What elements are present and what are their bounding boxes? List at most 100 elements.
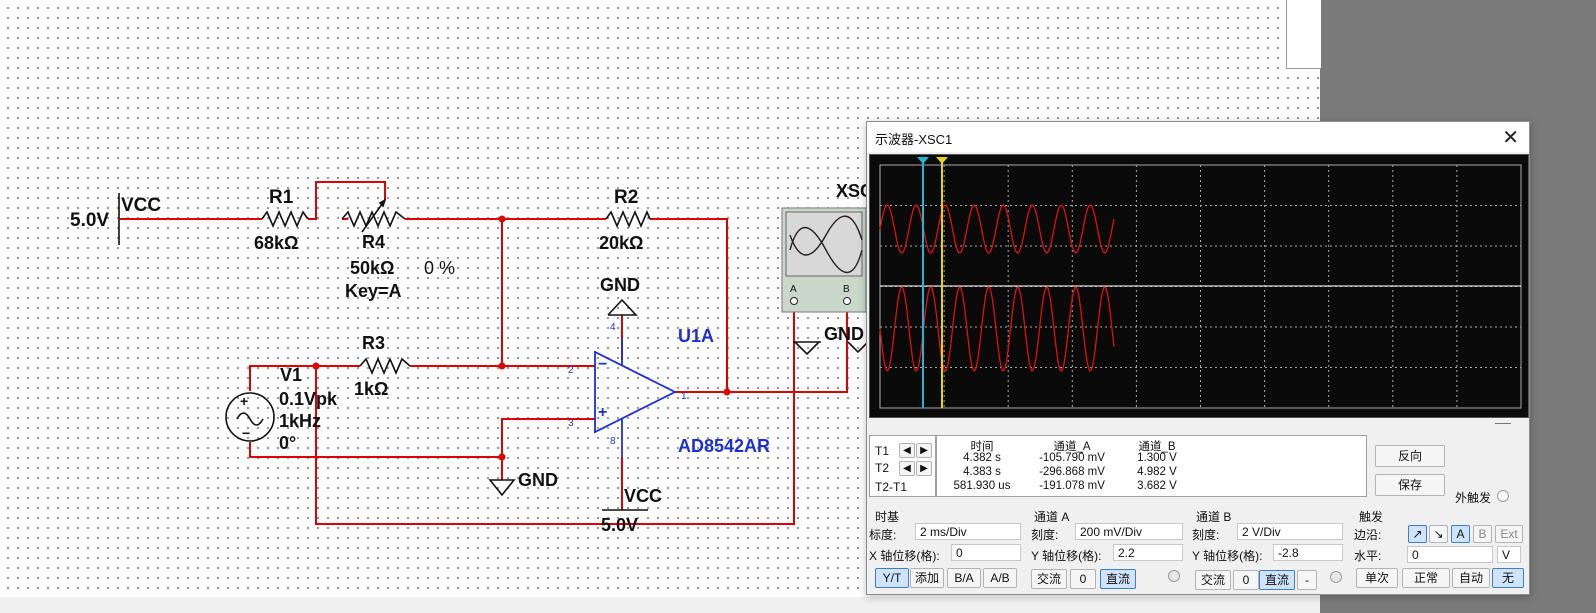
resize-grip[interactable] (1495, 423, 1511, 424)
r3-name[interactable]: R3 (362, 333, 386, 353)
channel-a-title: 通道 A (1034, 510, 1070, 524)
trigger-auto-button[interactable]: 自动 (1452, 568, 1490, 588)
cell: 4.982 V (1137, 466, 1177, 478)
opamp-pin-3: 3 (568, 418, 574, 429)
channel-b-title: 通道 B (1196, 510, 1232, 524)
r4-name[interactable]: R4 (362, 232, 386, 252)
r2-name[interactable]: R2 (614, 187, 639, 208)
vcc-bottom-label: VCC (624, 486, 663, 506)
channel-b-trace (879, 286, 1115, 372)
mode-yt-button[interactable]: Y/T (875, 568, 909, 588)
opamp-part[interactable]: AD8542AR (678, 436, 771, 456)
t1-right-arrow-icon[interactable]: ▶ (916, 443, 932, 458)
channel-b-ypos-label: Y 轴位移(格): (1192, 549, 1263, 563)
timebase-xpos-field[interactable]: 0 (951, 544, 1021, 561)
opamp-minus: − (598, 356, 608, 373)
r1-name[interactable]: R1 (269, 187, 294, 208)
t1-left-arrow-icon[interactable]: ◀ (899, 443, 915, 458)
trigger-source-ext-button[interactable]: Ext (1495, 525, 1523, 543)
cursor-t1-handle[interactable] (917, 157, 929, 164)
falling-edge-icon[interactable]: ↘ (1429, 525, 1448, 543)
r2-value: 20kΩ (599, 233, 644, 253)
scope-symbol-ch-a: A (790, 284, 797, 295)
opamp-ref[interactable]: U1A (678, 326, 715, 346)
v1-plus-sign: + (240, 393, 249, 409)
opamp-plus: + (598, 404, 608, 421)
gnd-label-2: GND (600, 275, 640, 295)
vcc-bottom-voltage: 5.0V (601, 515, 639, 535)
col-time: 时间 (970, 441, 994, 453)
schematic-wiring (118, 181, 869, 525)
r1-value: 68kΩ (254, 233, 299, 253)
opamp-pin-4: 4 (610, 322, 616, 333)
channel-b-terminal[interactable] (1330, 571, 1342, 583)
trigger-single-button[interactable]: 单次 (1356, 568, 1398, 588)
cell: 4.382 s (963, 452, 1001, 464)
mode-ba-button[interactable]: B/A (947, 568, 981, 588)
cell: -296.868 mV (1039, 466, 1105, 478)
cell: -191.078 mV (1039, 480, 1105, 492)
oscilloscope-titlebar[interactable]: 示波器-XSC1 ✕ (867, 122, 1529, 152)
cursor-t2-handle[interactable] (936, 157, 948, 164)
trigger-edge-label: 边沿: (1354, 528, 1382, 542)
channel-a-zero-button[interactable]: 0 (1070, 569, 1096, 589)
oscilloscope-display (879, 157, 1522, 409)
timebase-scale-label: 标度: (869, 528, 897, 542)
rising-edge-icon[interactable]: ↗ (1408, 525, 1427, 543)
channel-a-ypos-field[interactable]: 2.2 (1113, 544, 1183, 561)
timebase-title: 时基 (875, 510, 900, 524)
channel-a-ac-button[interactable]: 交流 (1031, 569, 1067, 589)
t2-right-arrow-icon[interactable]: ▶ (916, 461, 932, 476)
opamp-pin-1: 1 (681, 391, 687, 402)
v1-frequency: 1kHz (279, 411, 322, 431)
gnd-label-3: GND (824, 324, 864, 344)
trigger-source-a-button[interactable]: A (1451, 525, 1470, 543)
cursor-label-t1: T1 (875, 444, 890, 458)
t2-left-arrow-icon[interactable]: ◀ (899, 461, 915, 476)
r4-value: 50kΩ (350, 258, 395, 278)
bottom-scroll-strip[interactable] (0, 597, 1320, 613)
r3-value: 1kΩ (354, 379, 389, 399)
v1-minus-sign: − (242, 425, 251, 441)
mode-add-button[interactable]: 添加 (910, 568, 944, 588)
measurement-table: 时间 通道_A 通道_B 4.382 s -105.790 mV 1.300 V… (936, 435, 1367, 497)
trigger-level-field[interactable]: 0 (1407, 546, 1493, 563)
mode-ab-button[interactable]: A/B (983, 568, 1017, 588)
v1-name[interactable]: V1 (280, 365, 303, 385)
cell: -105.790 mV (1039, 452, 1105, 464)
oscilloscope-screen[interactable] (869, 154, 1529, 418)
channel-a-terminal[interactable] (1168, 570, 1180, 582)
channel-a-scale-field[interactable]: 200 mV/Div (1075, 523, 1183, 540)
cell: 4.383 s (963, 466, 1001, 478)
trigger-level-unit[interactable]: V (1497, 546, 1521, 563)
channel-b-minus-button[interactable]: - (1297, 570, 1317, 590)
vcc-top-label: VCC (121, 195, 162, 216)
trigger-level-label: 水平: (1354, 549, 1382, 563)
channel-a-ypos-label: Y 轴位移(格): (1031, 549, 1102, 563)
timebase-scale-field[interactable]: 2 ms/Div (915, 523, 1021, 540)
corner-frame (1286, 0, 1321, 69)
oscilloscope-title: 示波器-XSC1 (875, 132, 953, 147)
reverse-button[interactable]: 反向 (1375, 445, 1445, 467)
channel-b-scale-field[interactable]: 2 V/Div (1237, 523, 1343, 540)
trigger-source-b-button[interactable]: B (1473, 525, 1492, 543)
cursor-label-dt: T2-T1 (875, 480, 908, 494)
opamp-pin-2: 2 (568, 365, 574, 376)
channel-a-trace (879, 204, 1115, 254)
col-ch-b: 通道_B (1138, 441, 1176, 453)
trigger-normal-button[interactable]: 正常 (1402, 568, 1450, 588)
r4-percent: 0 % (424, 258, 456, 278)
channel-b-zero-button[interactable]: 0 (1233, 570, 1259, 590)
channel-b-ypos-field[interactable]: -2.8 (1273, 544, 1343, 561)
cell: 1.300 V (1137, 452, 1177, 464)
scope-symbol-ch-b: B (843, 284, 850, 295)
trigger-none-button[interactable]: 无 (1492, 568, 1524, 588)
col-ch-a: 通道_A (1053, 441, 1091, 453)
channel-b-dc-button[interactable]: 直流 (1259, 570, 1295, 590)
channel-a-dc-button[interactable]: 直流 (1100, 569, 1136, 589)
save-button[interactable]: 保存 (1375, 474, 1445, 496)
ext-trigger-terminal[interactable] (1497, 490, 1509, 502)
close-icon[interactable]: ✕ (1502, 127, 1519, 149)
scope-symbol-label[interactable]: XSC (836, 181, 874, 201)
channel-b-ac-button[interactable]: 交流 (1195, 570, 1231, 590)
